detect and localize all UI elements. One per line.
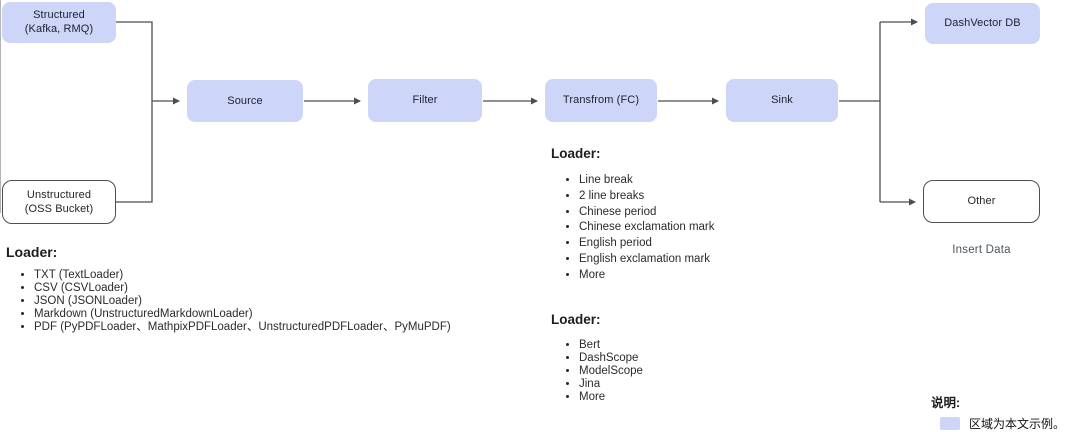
loader-list-sources-heading: Loader: bbox=[6, 244, 58, 260]
legend-title: 说明: bbox=[931, 396, 961, 410]
loader-list-embeddings: Loader: Bert DashScope ModelScope Jina M… bbox=[551, 312, 851, 404]
node-unstructured-sublabel: (OSS Bucket) bbox=[24, 202, 94, 215]
list-item: ModelScope bbox=[579, 365, 851, 378]
list-item: Chinese exclamation mark bbox=[579, 220, 851, 236]
list-item: TXT (TextLoader) bbox=[34, 269, 566, 282]
node-sink: Sink bbox=[726, 79, 838, 122]
list-item: More bbox=[579, 391, 851, 404]
node-filter-label: Filter bbox=[412, 94, 438, 106]
legend-row: 区域为本文示例。 bbox=[931, 415, 1065, 432]
node-filter: Filter bbox=[368, 79, 482, 122]
node-unstructured-label: Unstructured bbox=[26, 188, 92, 201]
legend-blue-swatch bbox=[940, 417, 960, 430]
loader-list-embeddings-heading: Loader: bbox=[551, 312, 601, 327]
loader-list-splitters-heading: Loader: bbox=[551, 146, 601, 161]
node-structured-label: Structured bbox=[33, 9, 85, 21]
list-item: JSON (JSONLoader) bbox=[34, 295, 566, 308]
list-item: More bbox=[579, 268, 851, 284]
node-other-label: Other bbox=[967, 195, 996, 207]
list-item: Line break bbox=[579, 173, 851, 189]
list-item: PDF (PyPDFLoader、MathpixPDFLoader、Unstru… bbox=[34, 321, 566, 334]
loader-list-sources: Loader: TXT (TextLoader) CSV (CSVLoader)… bbox=[6, 244, 566, 334]
node-dashvector-db-label: DashVector DB bbox=[944, 17, 1021, 29]
node-unstructured: Unstructured (OSS Bucket) bbox=[2, 180, 116, 224]
node-transform: Transfrom (FC) bbox=[545, 79, 657, 122]
legend: 说明: 区域为本文示例。 bbox=[931, 392, 1065, 432]
list-item: 2 line breaks bbox=[579, 189, 851, 205]
loader-list-splitters: Loader: Line break 2 line breaks Chinese… bbox=[551, 146, 851, 284]
insert-data-annotation: Insert Data bbox=[952, 244, 1011, 256]
list-item: Markdown (UnstructuredMarkdownLoader) bbox=[34, 308, 566, 321]
node-other: Other bbox=[923, 180, 1040, 223]
connector-left-bracket bbox=[116, 21, 153, 203]
loader-list-splitters-items: Line break 2 line breaks Chinese period … bbox=[551, 173, 851, 284]
node-transform-label: Transfrom (FC) bbox=[562, 94, 640, 106]
node-source-label: Source bbox=[227, 94, 263, 107]
legend-note: 区域为本文示例。 bbox=[969, 417, 1066, 431]
node-dashvector-db: DashVector DB bbox=[925, 3, 1040, 44]
list-item: English period bbox=[579, 236, 851, 252]
loader-list-sources-items: TXT (TextLoader) CSV (CSVLoader) JSON (J… bbox=[6, 269, 566, 334]
list-item: Bert bbox=[579, 339, 851, 352]
list-item: CSV (CSVLoader) bbox=[34, 282, 566, 295]
left-crop-edge-line bbox=[0, 0, 1, 213]
loader-list-embeddings-items: Bert DashScope ModelScope Jina More bbox=[551, 339, 851, 404]
list-item: English exclamation mark bbox=[579, 252, 851, 268]
node-structured-sublabel: (Kafka, RMQ) bbox=[24, 23, 94, 35]
list-item: Jina bbox=[579, 378, 851, 391]
list-item: Chinese period bbox=[579, 205, 851, 221]
node-source: Source bbox=[187, 80, 303, 122]
node-structured: Structured (Kafka, RMQ) bbox=[2, 2, 116, 43]
list-item: DashScope bbox=[579, 352, 851, 365]
node-sink-label: Sink bbox=[771, 94, 793, 106]
